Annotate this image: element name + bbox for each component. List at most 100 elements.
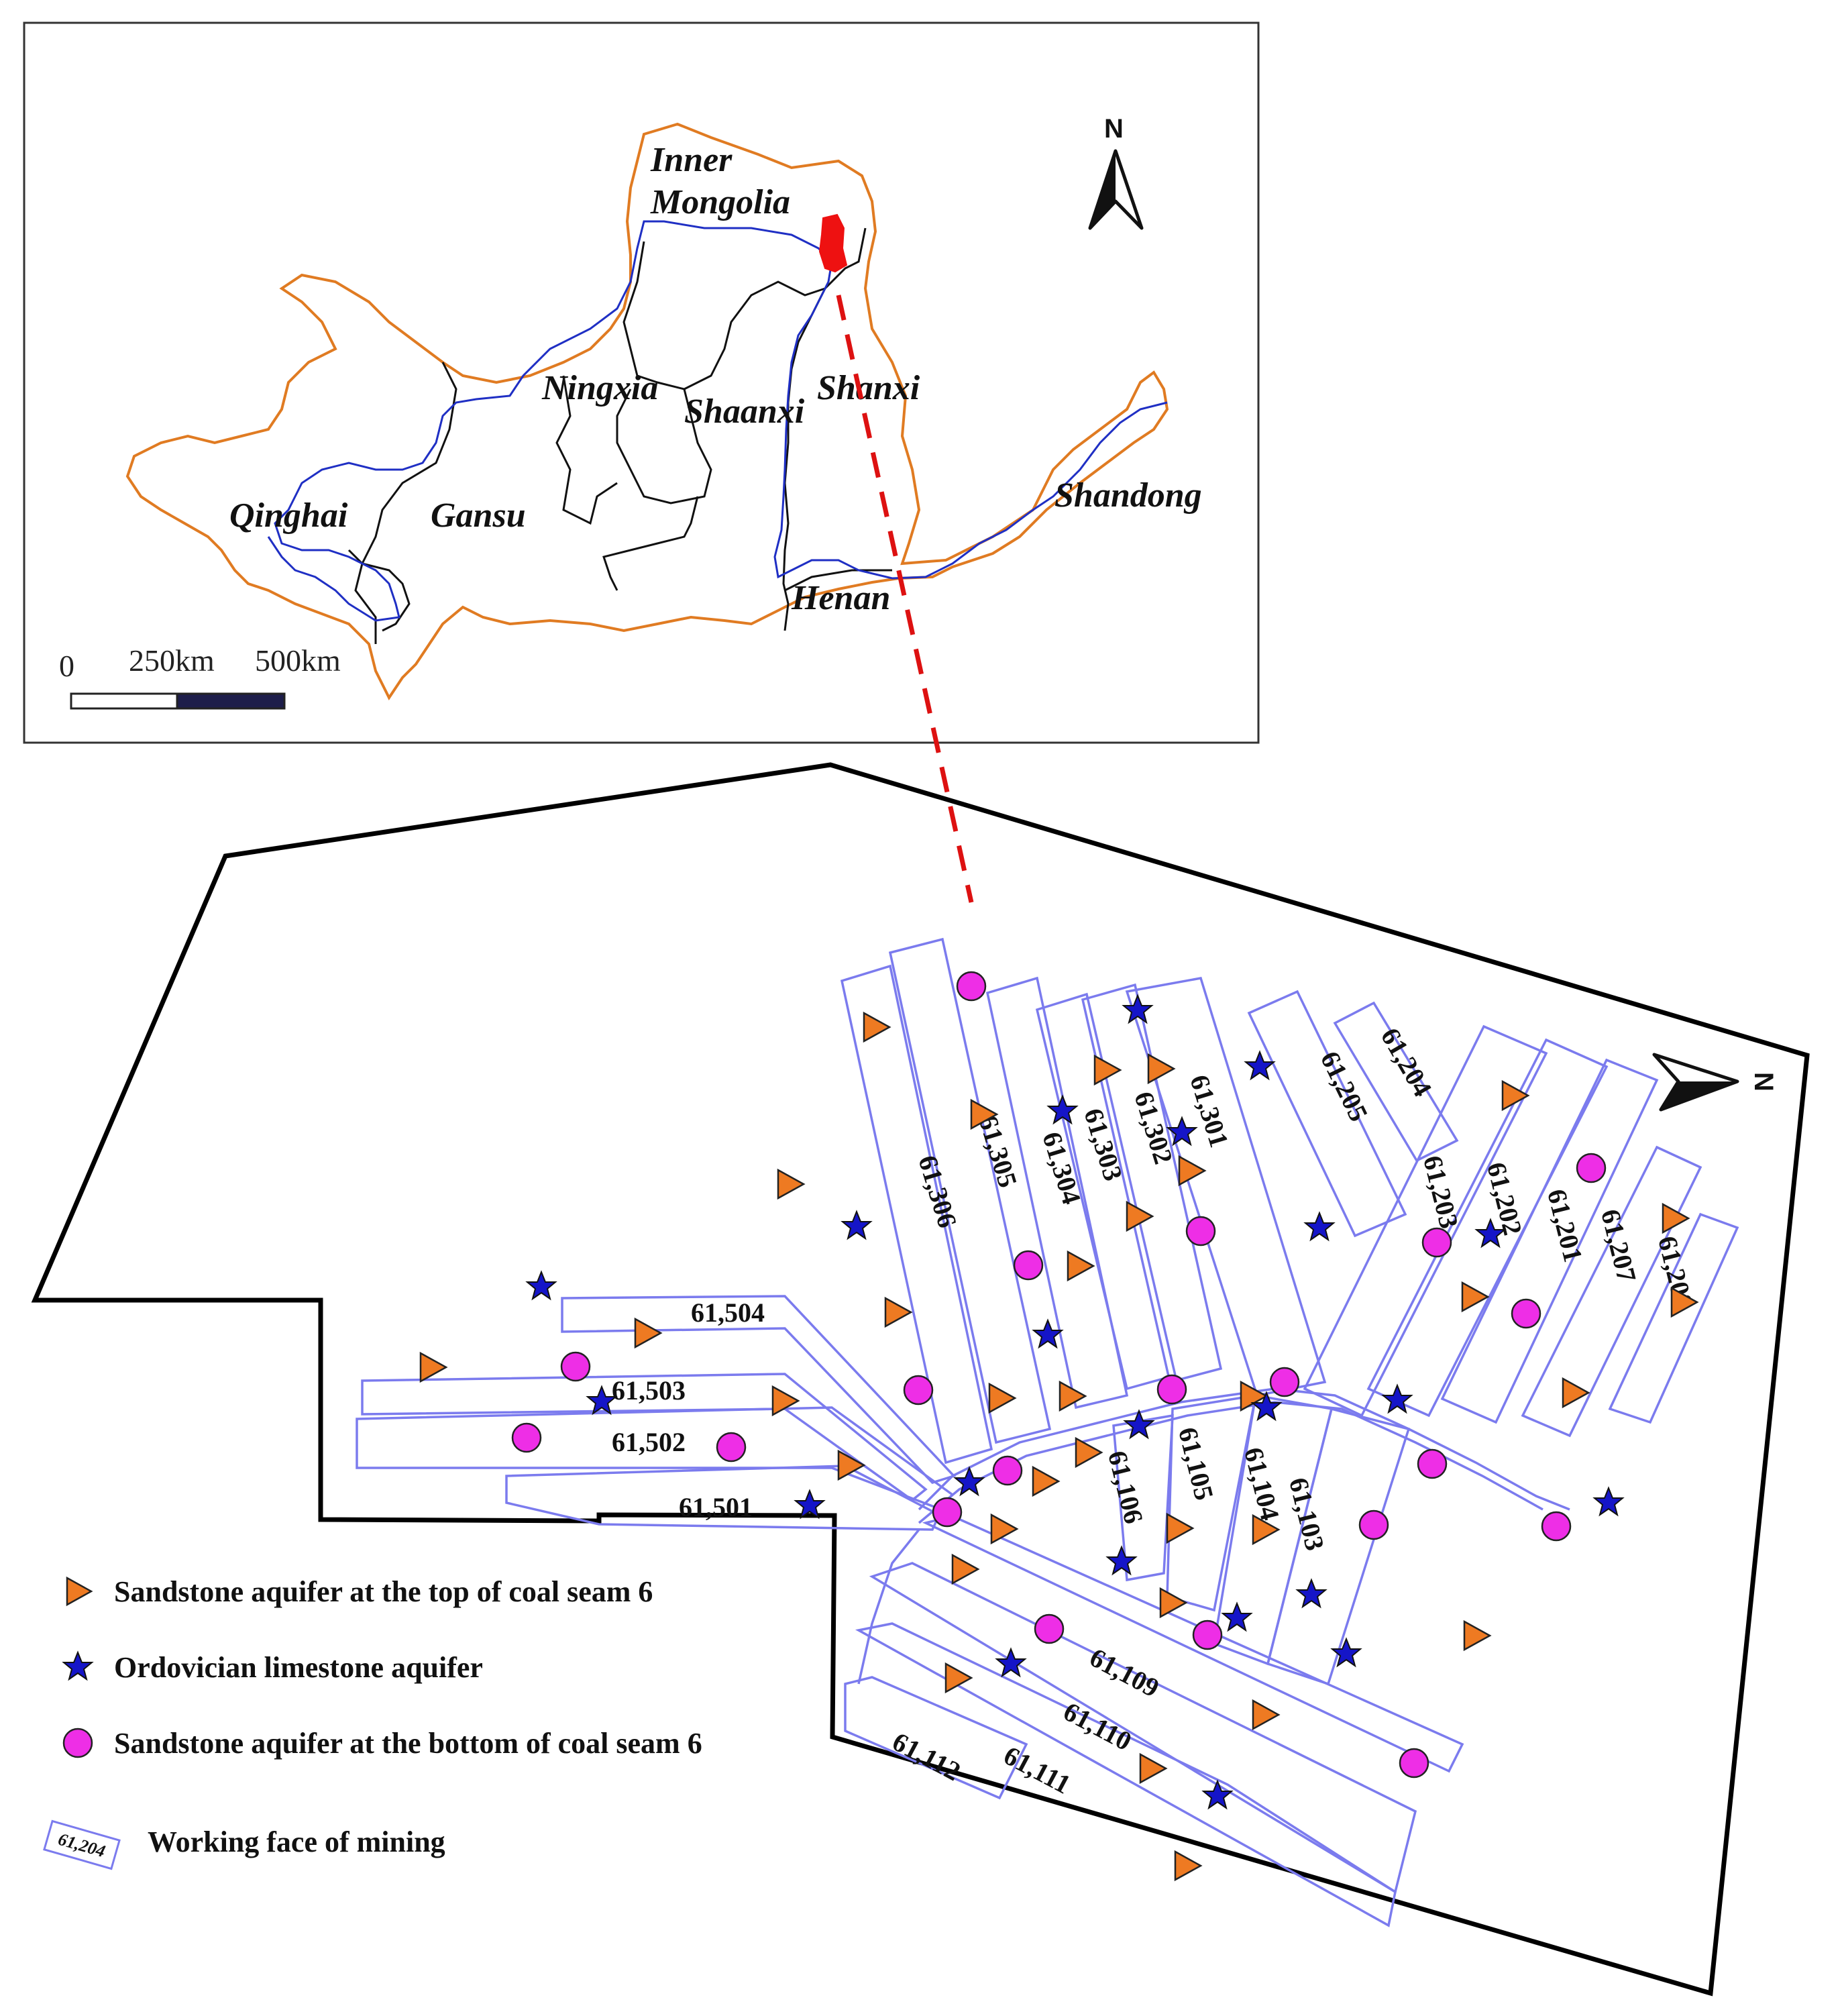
basin-boundary xyxy=(125,122,1169,700)
triangle-icon xyxy=(951,1553,980,1585)
circle-icon xyxy=(1511,1298,1541,1329)
working-face-61306 xyxy=(840,964,993,1465)
working-face-61201 xyxy=(1440,1058,1659,1424)
circle-icon xyxy=(956,971,987,1002)
triangle-icon xyxy=(1501,1079,1530,1112)
face-label: 61,306 xyxy=(912,1152,963,1231)
triangle-icon xyxy=(1139,1752,1168,1785)
working-face-61106 xyxy=(1112,1414,1174,1582)
region-label-shandong: Shandong xyxy=(1054,476,1202,515)
face-label: 61,103 xyxy=(1283,1475,1330,1554)
triangle-icon xyxy=(66,1576,93,1607)
working-face-61504 xyxy=(561,1295,957,1484)
working-face-61103 xyxy=(1266,1407,1411,1686)
triangle-icon xyxy=(1032,1465,1061,1497)
circle-icon xyxy=(903,1375,934,1405)
legend-label: Working face of mining xyxy=(148,1825,445,1858)
region-label-shaanxi: Shaanxi xyxy=(684,392,805,431)
scale-label-0: 0 xyxy=(59,649,74,683)
star-icon xyxy=(1330,1637,1362,1668)
triangle-icon xyxy=(1147,1053,1176,1085)
star-icon xyxy=(1123,1409,1155,1440)
triangle-icon xyxy=(1252,1699,1281,1731)
star-icon xyxy=(1105,1545,1138,1576)
face-label: 61,301 xyxy=(1184,1071,1234,1151)
star-icon xyxy=(586,1385,618,1416)
inset-region-labels: Inner Mongolia Ningxia Shaanxi Shanxi Sh… xyxy=(229,141,1202,617)
legend-item-working-face: 61,204 Working face of mining xyxy=(43,1819,445,1870)
face-label: 61,112 xyxy=(887,1726,965,1787)
circle-icon xyxy=(1541,1511,1572,1542)
working-face-61208 xyxy=(1608,1212,1739,1424)
triangle-icon xyxy=(1166,1512,1195,1544)
face-label: 61,201 xyxy=(1541,1186,1588,1265)
face-label: 61,203 xyxy=(1417,1153,1464,1232)
circle-icon xyxy=(511,1422,542,1453)
star-icon xyxy=(62,1650,94,1681)
working-face-61302 xyxy=(1081,983,1223,1384)
study-area-link-line xyxy=(836,295,974,903)
triangle-icon xyxy=(1252,1514,1281,1546)
working-face-61112 xyxy=(844,1676,1028,1800)
star-icon xyxy=(1166,1116,1198,1147)
scale-bar-white xyxy=(70,692,178,710)
triangle-icon xyxy=(771,1385,800,1417)
triangle-icon xyxy=(1059,1380,1087,1412)
circle-icon xyxy=(1399,1748,1429,1779)
triangle-icon xyxy=(1662,1202,1690,1234)
triangle-icon xyxy=(1562,1377,1590,1409)
working-face-61204 xyxy=(1333,1001,1459,1163)
working-face-61305 xyxy=(888,937,1052,1444)
star-icon xyxy=(1381,1383,1413,1414)
scale-bar: 0 250km 500km xyxy=(59,643,341,710)
circle-icon xyxy=(932,1497,963,1528)
region-label-mongolia: Mongolia xyxy=(650,183,790,221)
working-face-61109 xyxy=(922,1515,1464,1773)
mine-map: 61,306 61,305 61,304 61,303 61,302 61,30… xyxy=(31,762,1810,1997)
triangle-icon xyxy=(837,1449,866,1481)
circle-icon xyxy=(1192,1620,1223,1650)
face-label: 61,207 xyxy=(1595,1206,1642,1285)
face-label: 61,502 xyxy=(612,1427,686,1457)
mine-north-label: N xyxy=(1749,1072,1778,1092)
circle-icon xyxy=(1421,1227,1452,1258)
region-label-qinghai: Qinghai xyxy=(229,496,348,535)
working-faces xyxy=(356,937,1739,1927)
face-label: 61,504 xyxy=(691,1297,765,1328)
working-face-61304 xyxy=(985,976,1129,1410)
circle-icon xyxy=(992,1455,1023,1486)
region-label-inner: Inner xyxy=(650,141,733,179)
face-label: 61,501 xyxy=(679,1492,753,1522)
triangle-icon xyxy=(419,1351,448,1383)
triangle-icon xyxy=(777,1168,806,1200)
circle-icon xyxy=(560,1351,591,1382)
mine-north-arrow: N xyxy=(1652,1053,1778,1112)
triangle-icon xyxy=(1159,1587,1188,1619)
legend-item-top-sandstone: Sandstone aquifer at the top of coal sea… xyxy=(66,1575,653,1608)
circle-icon xyxy=(1013,1250,1044,1281)
star-icon xyxy=(953,1466,985,1497)
triangle-icon xyxy=(1174,1850,1203,1882)
circle-icon xyxy=(1417,1448,1448,1479)
working-face-61205 xyxy=(1247,990,1407,1238)
star-icon xyxy=(1046,1094,1079,1125)
circle-icon xyxy=(1034,1613,1065,1644)
star-icon xyxy=(1250,1391,1283,1422)
triangle-icon xyxy=(1463,1620,1492,1652)
working-face-61207 xyxy=(1521,1145,1702,1438)
legend: Sandstone aquifer at the top of coal sea… xyxy=(43,1575,702,1870)
sandstone-bottom-points xyxy=(511,971,1607,1779)
scale-label-500: 500km xyxy=(255,643,341,678)
triangle-icon xyxy=(1461,1281,1490,1313)
main-roadway-3 xyxy=(857,1528,920,1685)
triangle-icon xyxy=(990,1513,1019,1545)
sandstone-top-points xyxy=(419,1011,1699,1882)
legend-item-bottom-sandstone: Sandstone aquifer at the bottom of coal … xyxy=(62,1727,702,1760)
legend-label: Sandstone aquifer at the bottom of coal … xyxy=(114,1727,702,1760)
working-face-61301 xyxy=(1125,977,1327,1397)
star-icon xyxy=(1474,1218,1507,1249)
triangle-icon xyxy=(970,1098,999,1130)
star-icon xyxy=(1221,1601,1253,1632)
region-label-ningxia: Ningxia xyxy=(541,369,658,407)
scale-bar-dark xyxy=(176,692,286,710)
